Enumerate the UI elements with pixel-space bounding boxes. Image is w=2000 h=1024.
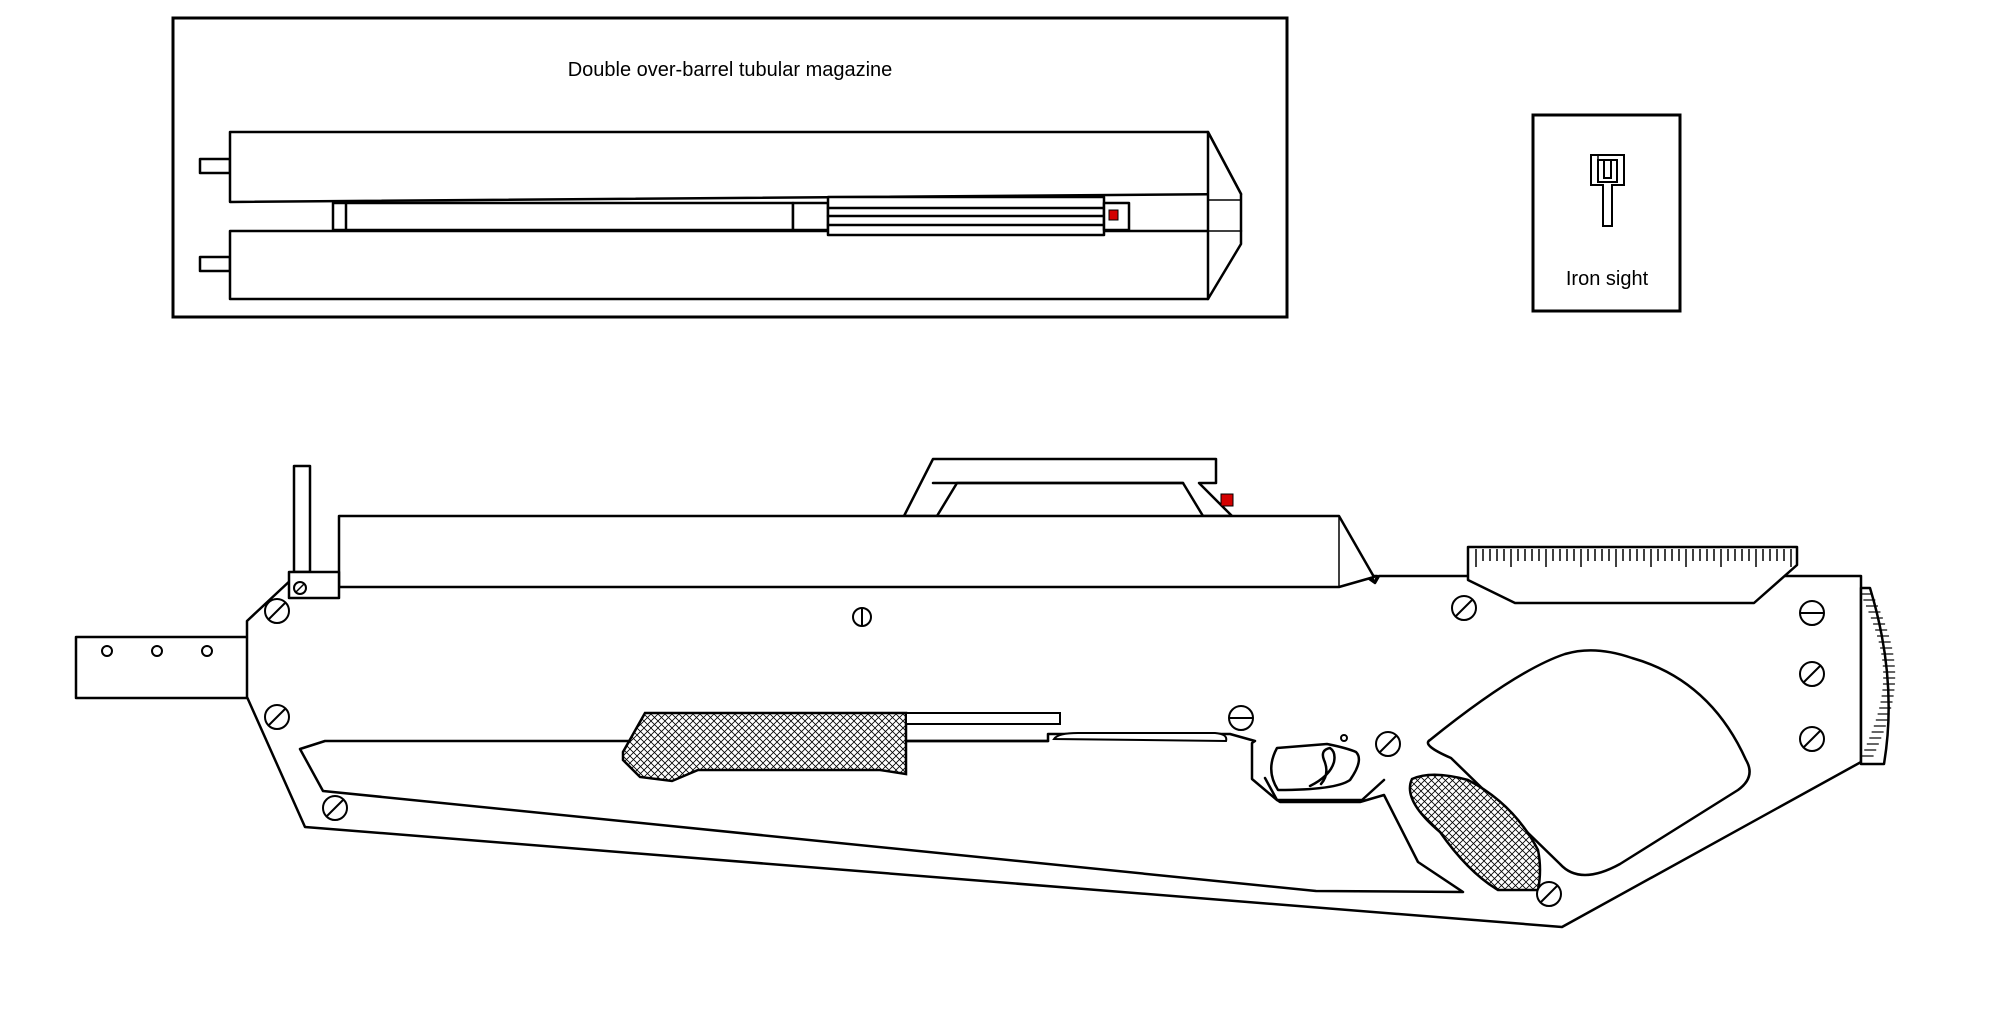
carry-handle — [902, 457, 1234, 518]
screw-icon — [322, 795, 348, 821]
screw-icon — [1799, 726, 1825, 752]
muzzle-extension — [74, 635, 250, 700]
screw-icon — [264, 704, 290, 730]
screw-icon — [264, 598, 290, 624]
slide-top — [1052, 732, 1228, 743]
screw-group — [264, 595, 1825, 907]
upper-magazine-tube — [198, 130, 1243, 204]
rear-sight-rail — [1466, 545, 1799, 605]
front-sight — [287, 464, 341, 600]
screw-icon — [1375, 731, 1401, 757]
action-bar — [905, 712, 1061, 725]
grip-knurl — [1408, 773, 1542, 892]
lower-magazine-tube — [198, 229, 1243, 301]
screw-icon — [1799, 600, 1825, 626]
screw-icon — [1451, 595, 1477, 621]
iron-sight-panel: Iron sight — [1531, 113, 1682, 313]
follower-red-marker — [1108, 209, 1119, 221]
iron-sight-icon — [1590, 154, 1625, 227]
screw-icon — [852, 607, 872, 627]
magazine-panel: Double over-barrel tubular magazine — [171, 16, 1289, 319]
screw-icon — [1799, 661, 1825, 687]
magazine-follower — [826, 195, 1131, 237]
screw-icon — [1228, 705, 1254, 731]
grip-cutout — [1426, 649, 1751, 877]
screw-icon — [1536, 881, 1562, 907]
receiver-tube — [337, 514, 1376, 589]
handle-red-marker — [1220, 493, 1234, 507]
magazine-panel-label: Double over-barrel tubular magazine — [568, 59, 893, 81]
rear-adjust-dial — [1859, 586, 1896, 766]
iron-sight-label: Iron sight — [1566, 268, 1649, 290]
weapon-assembly — [74, 457, 1896, 929]
magazine-center-rod — [331, 201, 830, 232]
magazine-nose — [1206, 130, 1243, 301]
trigger-group — [1263, 734, 1386, 802]
pump-grip-knurl — [621, 711, 908, 783]
